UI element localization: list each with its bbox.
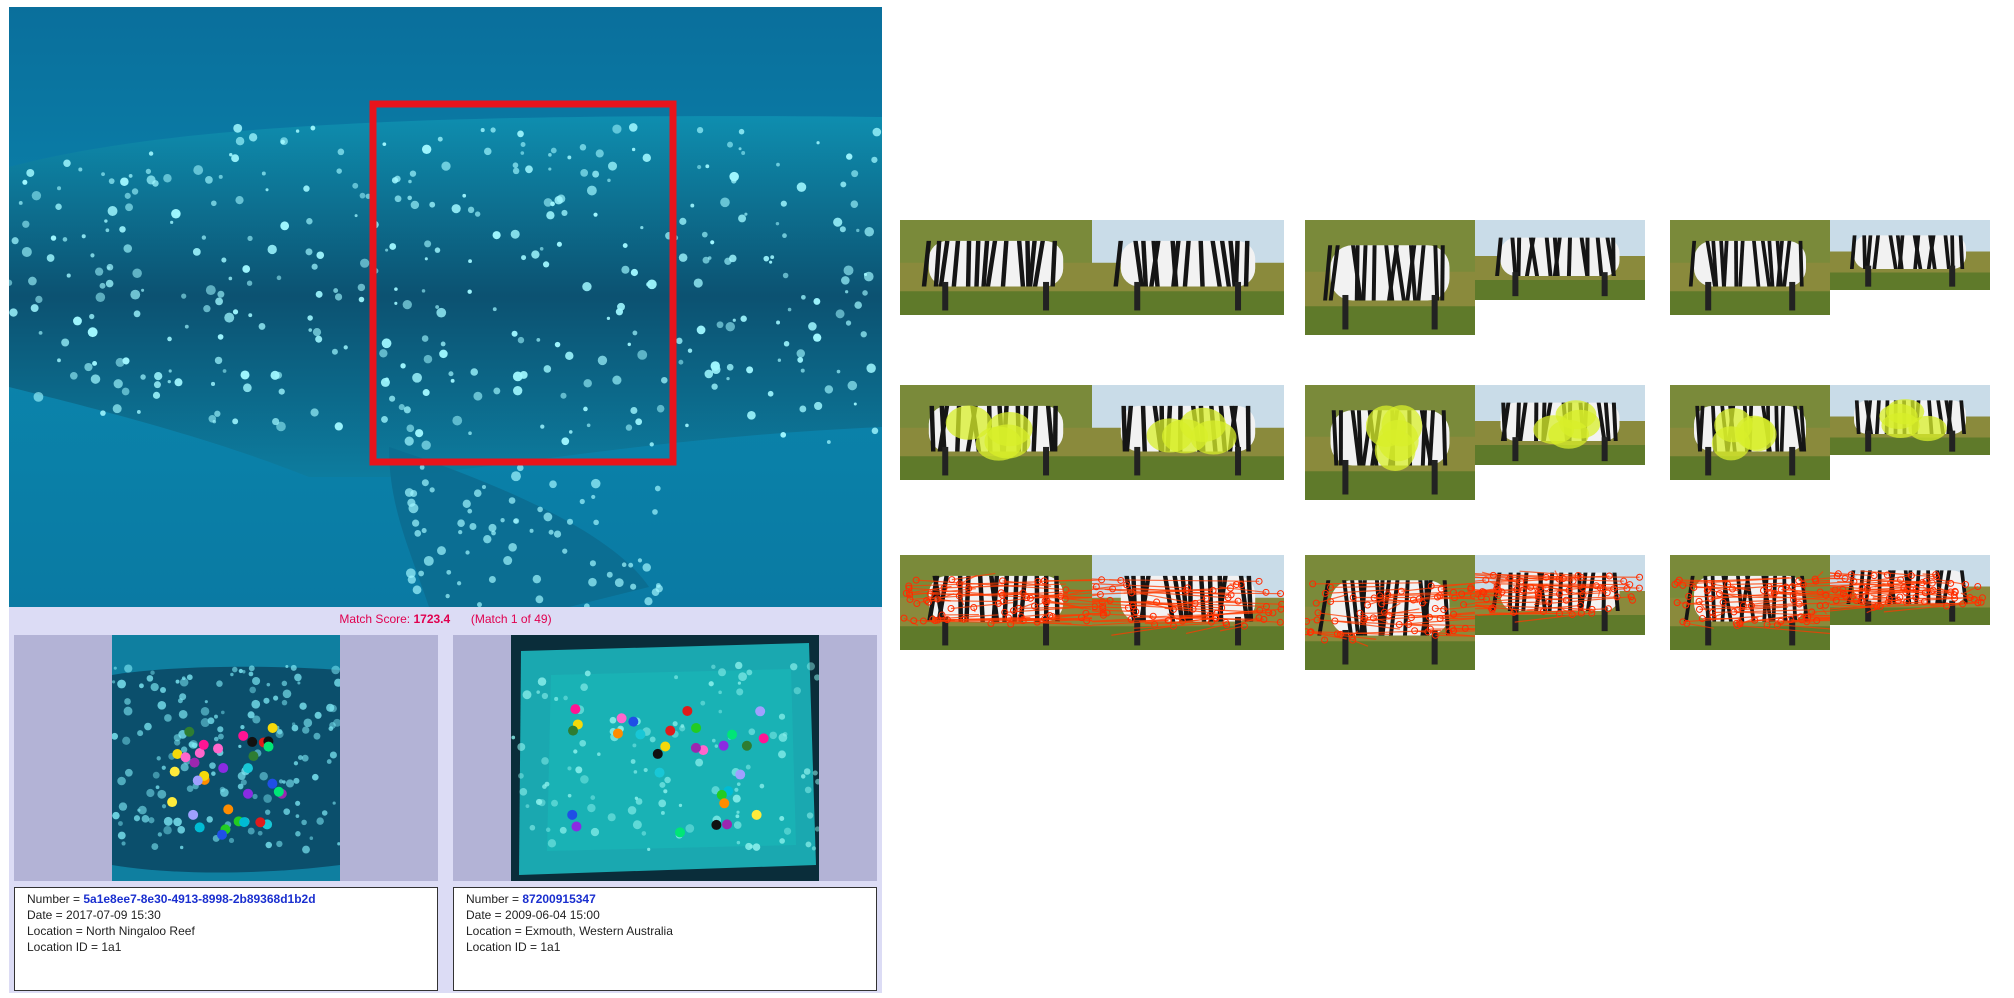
date-line: Date = 2017-07-09 15:30 [27,908,161,922]
zebra-pair-feature-regions-3 [1670,385,1990,480]
zebra-pair-original-pairs-1 [900,220,1284,315]
zebra-pair-original-pairs-2 [1305,220,1645,335]
whale-shark-photo [9,7,882,607]
candidate-image-right[interactable] [453,635,877,881]
zebra-pair-keypoint-matches-2 [1305,555,1645,670]
match-score-line: Match Score: 1723.4 (Match 1 of 49) [9,612,882,626]
number-line: Number = 5a1e8ee7-8e30-4913-8998-2b89368… [27,891,425,907]
candidate-info-right: Number = 87200915347 Date = 2009-06-04 1… [453,887,877,991]
number-link[interactable]: 5a1e8ee7-8e30-4913-8998-2b89368d1b2d [83,892,316,906]
zebra-pair-feature-regions-2 [1305,385,1645,500]
location-line: Location = North Ningaloo Reef [27,924,195,938]
zebra-pair-original-pairs-3 [1670,220,1990,315]
selection-box[interactable] [369,100,677,466]
number-label: Number = [27,892,84,906]
zebra-pair-keypoint-matches-3 [1670,555,1990,650]
date-line: Date = 2009-06-04 15:00 [466,908,600,922]
match-score-label: Match Score: [339,612,411,626]
location-line: Location = Exmouth, Western Australia [466,924,673,938]
location-id-line: Location ID = 1a1 [27,940,122,954]
number-line: Number = 87200915347 [466,891,864,907]
number-link[interactable]: 87200915347 [522,892,596,906]
candidate-info-left: Number = 5a1e8ee7-8e30-4913-8998-2b89368… [14,887,438,991]
zebra-comparison-grid [900,220,2000,670]
match-score-value: 1723.4 [413,612,451,626]
candidate-image-left[interactable] [14,635,438,881]
zebra-pair-keypoint-matches-1 [900,555,1284,650]
number-label: Number = [466,892,523,906]
zebra-pair-feature-regions-1 [900,385,1284,480]
location-id-line: Location ID = 1a1 [466,940,561,954]
match-index: (Match 1 of 49) [470,612,552,626]
match-panel: Match Score: 1723.4 (Match 1 of 49) Numb… [9,607,882,993]
